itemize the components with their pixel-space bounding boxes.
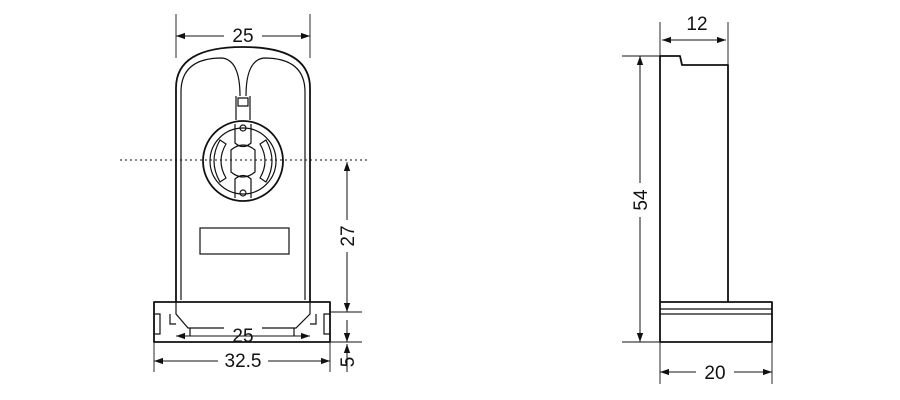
dim-front-top-width: 25 xyxy=(175,14,311,58)
dim-side-base-depth: 20 xyxy=(659,342,773,384)
dim-base-height-label: 5 xyxy=(338,357,359,368)
dim-total-height-label: 54 xyxy=(631,189,652,211)
dim-overall-width-label: 32.5 xyxy=(225,351,262,372)
dim-front-overall-width: 32.5 xyxy=(153,342,331,372)
front-view xyxy=(153,46,331,343)
dim-front-slot-width: 25 xyxy=(176,323,310,347)
side-base xyxy=(659,301,773,343)
dim-front-base-height: 5 xyxy=(330,320,362,372)
dim-side-top-depth: 12 xyxy=(659,14,729,65)
side-view xyxy=(659,55,773,343)
dim-center-height-label: 27 xyxy=(338,225,359,246)
dim-top-width-label: 25 xyxy=(232,26,253,47)
side-body-outline xyxy=(659,55,729,302)
dim-base-depth-label: 20 xyxy=(704,363,725,384)
socket-rotor xyxy=(202,120,284,202)
dim-front-center-height: 27 xyxy=(330,162,362,313)
front-inner-arch xyxy=(180,57,306,300)
front-body-outline xyxy=(175,46,311,302)
dim-top-depth-label: 12 xyxy=(686,14,707,35)
dim-slot-width-label: 25 xyxy=(232,326,253,347)
dim-side-total-height: 54 xyxy=(622,55,660,343)
socket-neck xyxy=(235,96,251,120)
label-window xyxy=(199,227,290,255)
